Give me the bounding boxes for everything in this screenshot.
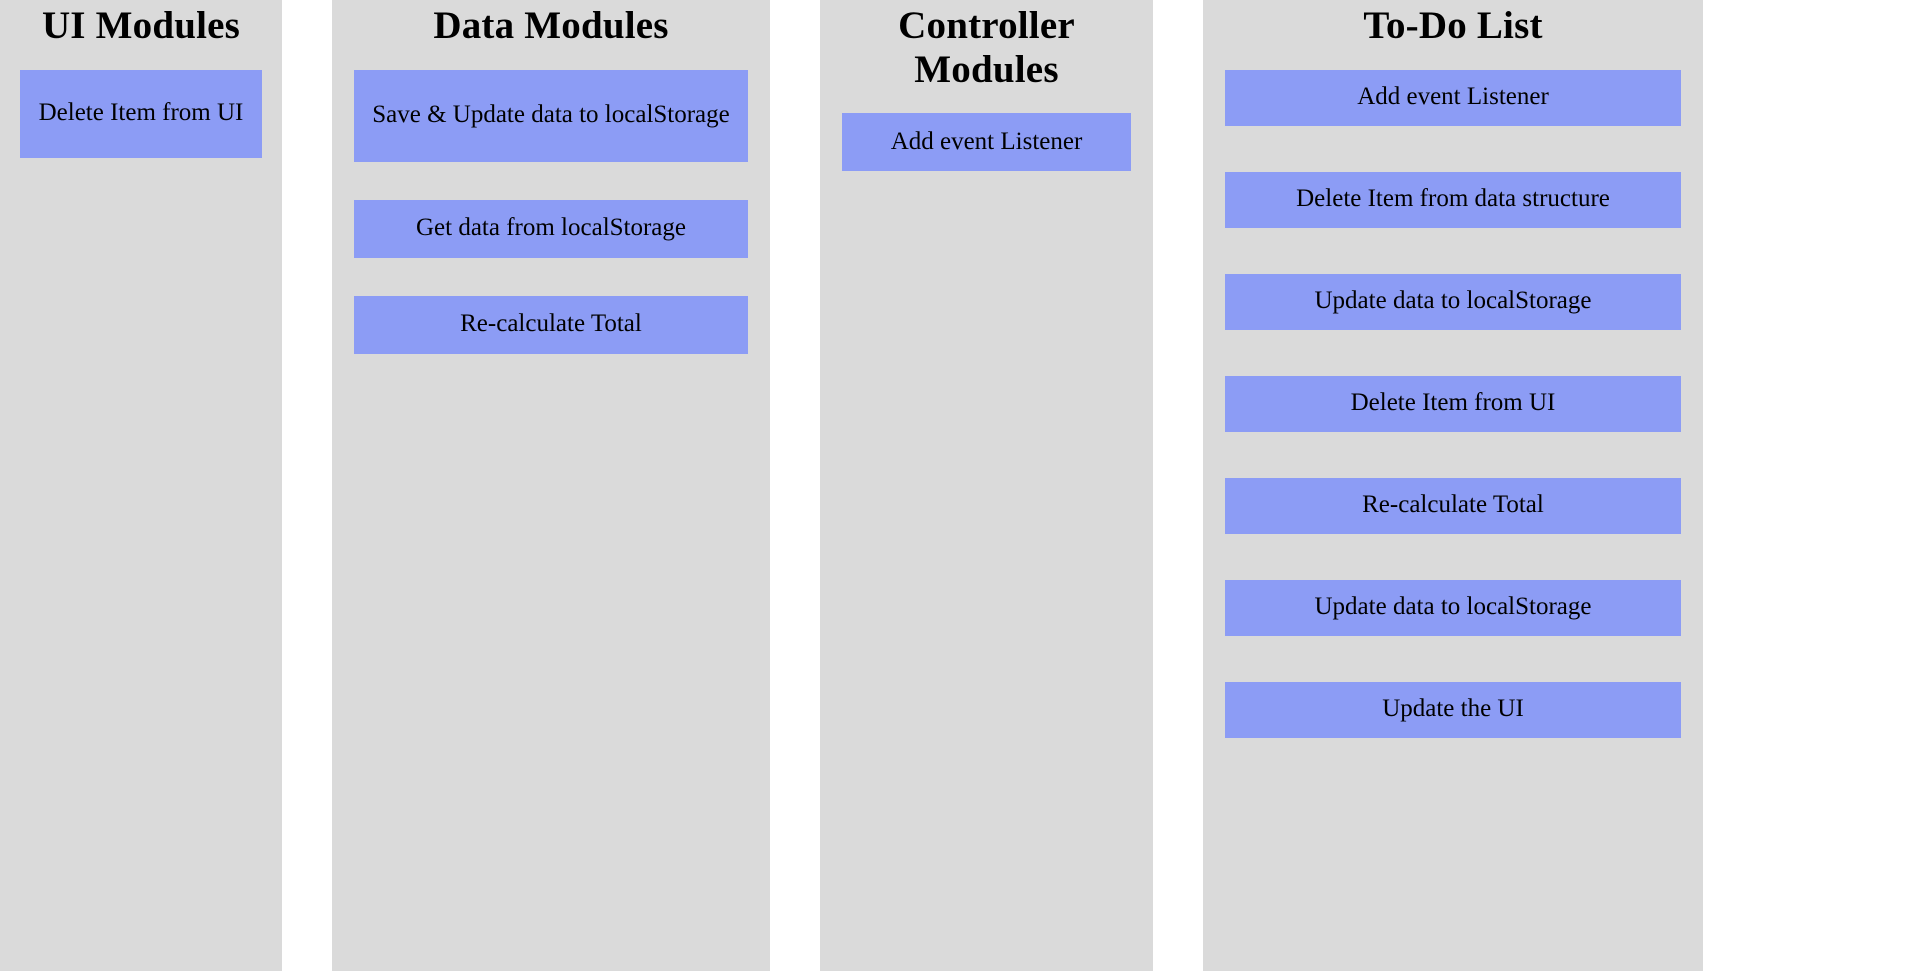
card-delete-item-from-ui[interactable]: Delete Item from UI <box>20 69 262 158</box>
todo-card-update-data-to-localstorage-1[interactable]: Update data to localStorage <box>1225 273 1681 330</box>
card-list-to-do: Add event Listener Delete Item from data… <box>1203 69 1703 738</box>
column-title-to-do-list: To-Do List <box>1363 4 1543 47</box>
todo-card-add-event-listener[interactable]: Add event Listener <box>1225 69 1681 126</box>
todo-card-delete-item-from-ui[interactable]: Delete Item from UI <box>1225 375 1681 432</box>
todo-card-update-data-to-localstorage-2[interactable]: Update data to localStorage <box>1225 579 1681 636</box>
column-controller-modules: Controller Modules Add event Listener <box>820 0 1153 971</box>
card-list-data-modules: Save & Update data to localStorage Get d… <box>332 69 770 354</box>
card-add-event-listener[interactable]: Add event Listener <box>842 113 1131 172</box>
column-ui-modules: UI Modules Delete Item from UI <box>0 0 282 971</box>
card-list-controller-modules: Add event Listener <box>820 113 1153 172</box>
column-title-data-modules: Data Modules <box>433 4 669 47</box>
todo-card-update-the-ui[interactable]: Update the UI <box>1225 681 1681 738</box>
column-title-ui-modules: UI Modules <box>41 4 241 47</box>
todo-card-re-calculate-total[interactable]: Re-calculate Total <box>1225 477 1681 534</box>
column-data-modules: Data Modules Save & Update data to local… <box>332 0 770 971</box>
card-re-calculate-total[interactable]: Re-calculate Total <box>354 295 748 354</box>
column-to-do-list: To-Do List Add event Listener Delete Ite… <box>1203 0 1703 971</box>
card-list-ui-modules: Delete Item from UI <box>0 69 282 158</box>
card-get-data-from-localstorage[interactable]: Get data from localStorage <box>354 199 748 258</box>
card-save-update-data-to-localstorage[interactable]: Save & Update data to localStorage <box>354 69 748 162</box>
column-title-controller-modules: Controller Modules <box>898 4 1075 91</box>
todo-card-delete-item-from-data-structure[interactable]: Delete Item from data structure <box>1225 171 1681 228</box>
